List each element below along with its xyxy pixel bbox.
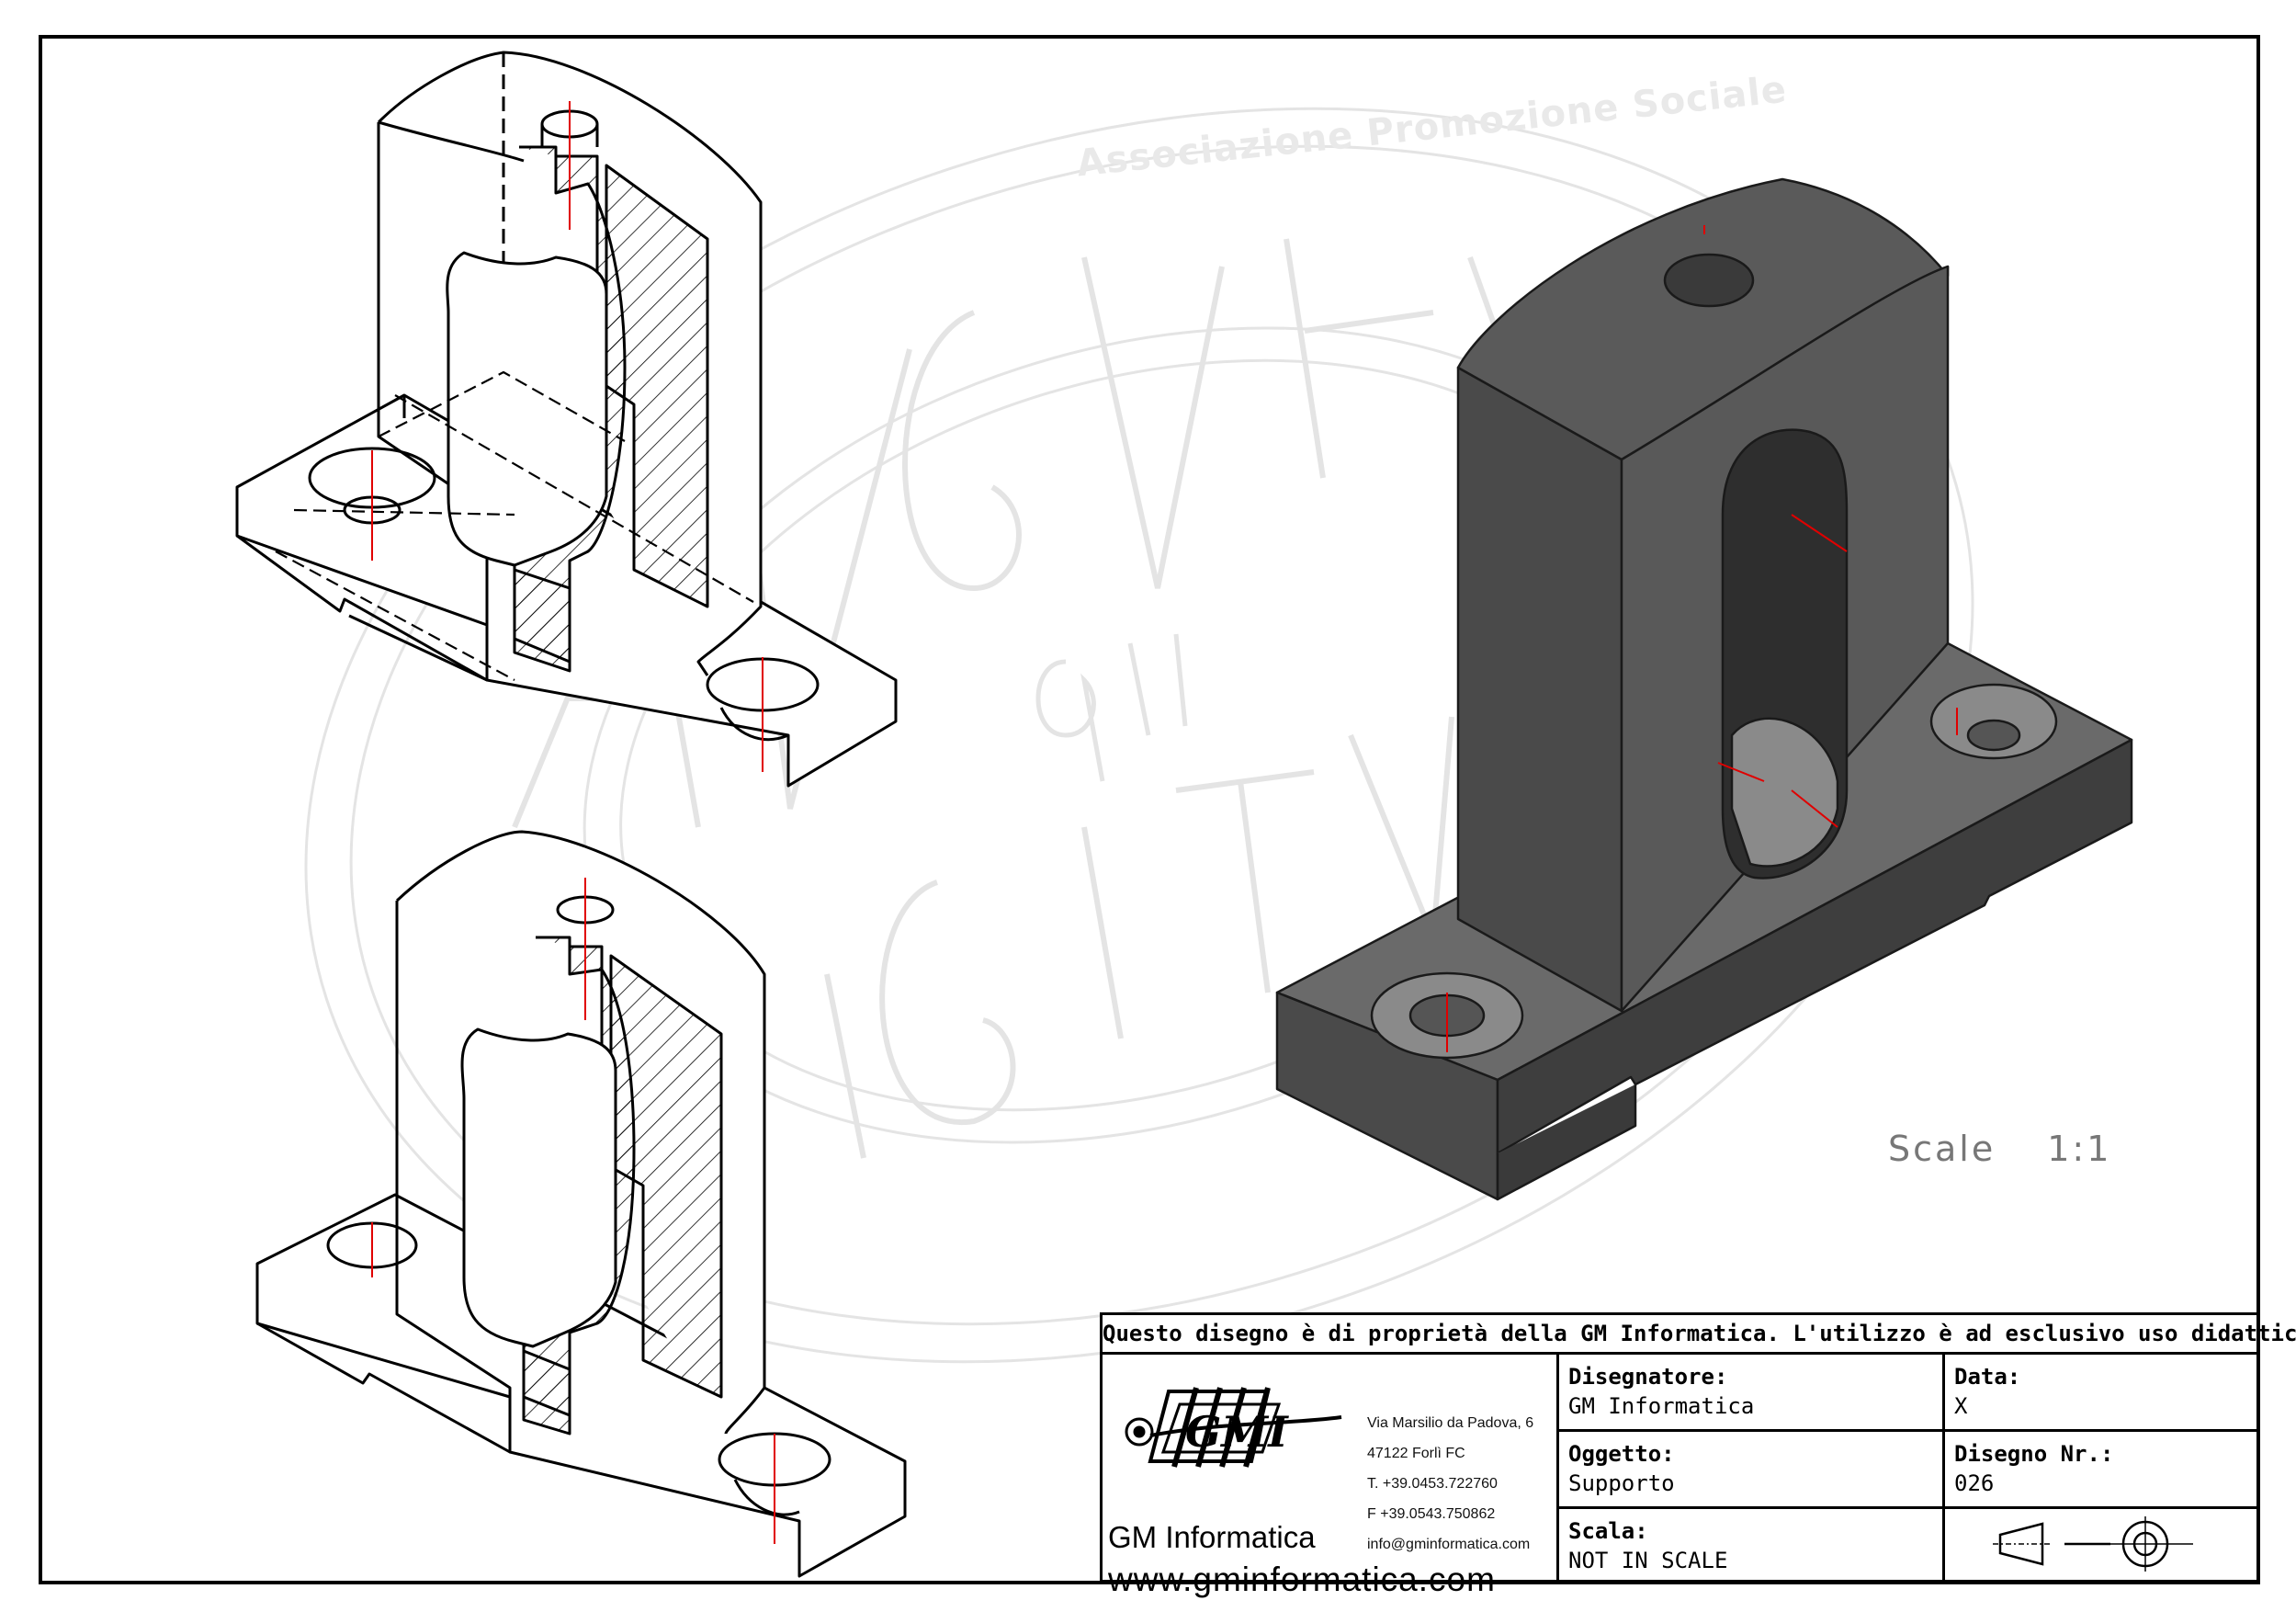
disegno-nr-label: Disegno Nr.:: [1954, 1441, 2114, 1467]
scala-label: Scala:: [1568, 1518, 1648, 1544]
projection-symbol-cell: [1945, 1509, 2259, 1583]
address-email: info@gminformatica.com: [1367, 1537, 1531, 1552]
company-logo-cell: GMI Via Marsilio da Padova, 6 47122 Forl…: [1103, 1355, 1559, 1598]
disegnatore-cell: Disegnatore: GM Informatica: [1559, 1355, 1945, 1432]
oggetto-label: Oggetto:: [1568, 1441, 1675, 1467]
company-address: Via Marsilio da Padova, 6 47122 Forlì FC…: [1367, 1408, 1533, 1560]
oggetto-cell: Oggetto: Supporto: [1559, 1432, 1945, 1509]
drawing-scale-value: 1:1: [2047, 1129, 2112, 1169]
address-fax: F +39.0543.750862: [1367, 1506, 1496, 1522]
oggetto-value: Supporto: [1568, 1470, 1675, 1496]
data-value: X: [1954, 1393, 1968, 1419]
disegnatore-value: GM Informatica: [1568, 1393, 1755, 1419]
data-label: Data:: [1954, 1364, 2021, 1390]
drawing-border: [39, 35, 2260, 1584]
address-phone: T. +39.0453.722760: [1367, 1476, 1498, 1492]
gmi-logo: GMI: [1125, 1387, 1342, 1468]
company-name: GM Informatica: [1108, 1520, 1316, 1554]
address-city: 47122 Forlì FC: [1367, 1446, 1465, 1461]
gmi-logo-letters: GMI: [1185, 1407, 1289, 1457]
data-cell: Data: X: [1945, 1355, 2259, 1432]
disegno-nr-value: 026: [1954, 1470, 1995, 1496]
company-website: www.gminformatica.com: [1108, 1561, 1496, 1598]
scala-value: NOT IN SCALE: [1568, 1548, 1728, 1573]
address-street: Via Marsilio da Padova, 6: [1367, 1415, 1534, 1431]
disegno-nr-cell: Disegno Nr.: 026: [1945, 1432, 2259, 1509]
title-block: Questo disegno è di proprietà della GM I…: [1100, 1312, 2296, 1598]
ownership-notice: Questo disegno è di proprietà della GM I…: [1103, 1315, 2296, 1355]
disegnatore-label: Disegnatore:: [1568, 1364, 1728, 1390]
first-angle-projection-icon: [1993, 1516, 2193, 1572]
scala-cell: Scala: NOT IN SCALE: [1559, 1509, 1945, 1583]
